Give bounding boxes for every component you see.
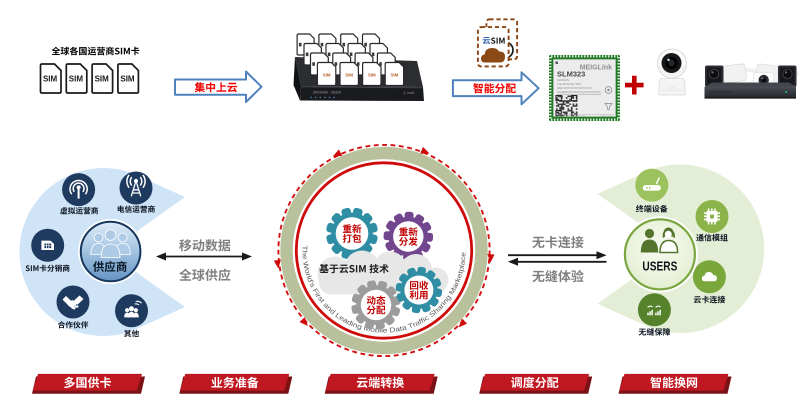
svg-text:SN:M02XXXXXXXXXXXXXXXXXX: SN:M02XXXXXXXXXXXXXXXXXX	[557, 90, 601, 94]
svg-text:IMEI:XXXXXXXXXXXXXXX: IMEI:XXXXXXXXXXXXXXX	[557, 86, 592, 90]
svg-text:SIM: SIM	[323, 73, 331, 78]
svg-text:SIM: SIM	[43, 75, 58, 84]
svg-text:SIM: SIM	[95, 75, 110, 84]
svg-text:SIM BANK - SB32H: SIM BANK - SB32H	[313, 91, 342, 95]
svg-text:USERS: USERS	[642, 260, 677, 274]
svg-text:LTE-FDD/LTE-TDD: LTE-FDD/LTE-TDD	[557, 82, 581, 86]
svg-text:MEIGLínk: MEIGLínk	[580, 65, 612, 72]
svg-text:SIM: SIM	[390, 73, 398, 78]
svg-text:Made in China: Made in China	[601, 115, 613, 117]
svg-text:SIM: SIM	[120, 75, 135, 84]
svg-text:SIM: SIM	[345, 73, 353, 78]
svg-text:- tp-link -: - tp-link -	[668, 87, 677, 90]
svg-text:SLM323V: SLM323V	[557, 78, 569, 82]
svg-text:◎ mobi: ◎ mobi	[403, 91, 414, 95]
svg-text:SIM: SIM	[368, 73, 376, 78]
svg-text:SIM: SIM	[69, 75, 84, 84]
svg-text:Mobile Smart Technology Co., L: Mobile Smart Technology Co., LTD	[557, 114, 585, 117]
svg-text:SLM323: SLM323	[557, 70, 585, 79]
